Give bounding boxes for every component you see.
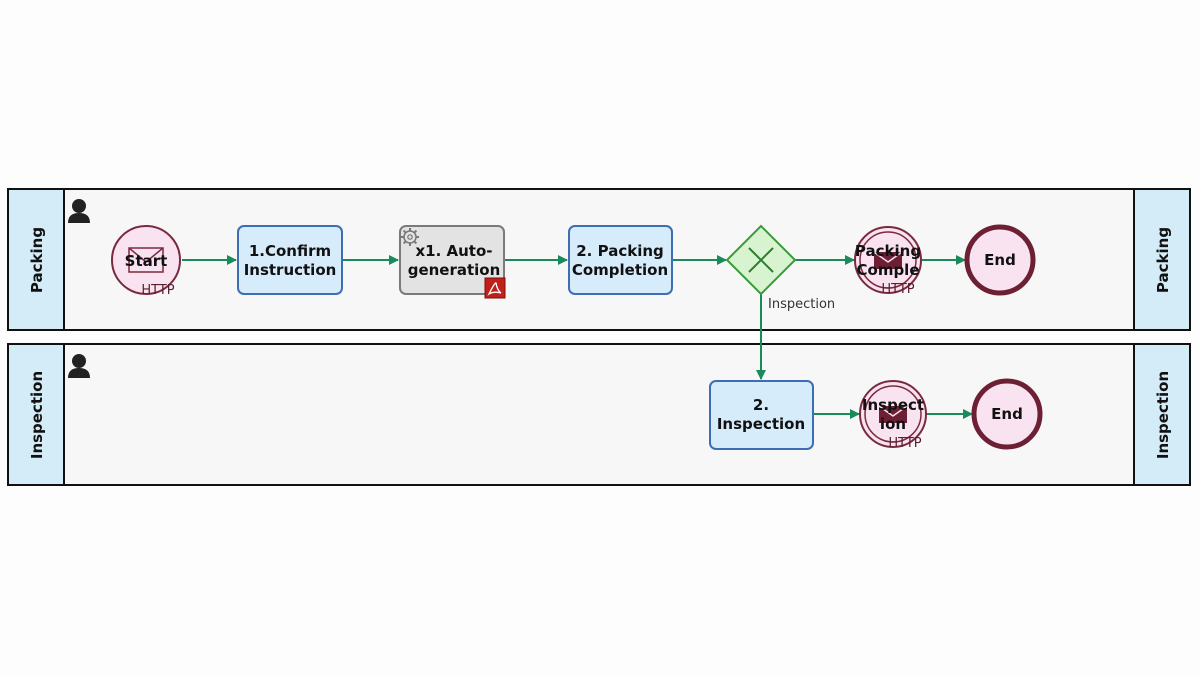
inspection-event-sub: HTTP	[888, 436, 921, 451]
sequence-flows	[182, 255, 973, 419]
lane-packing-right-header[interactable]	[1133, 188, 1191, 331]
lane-inspection-left-header[interactable]	[7, 343, 65, 486]
start-event-sub: HTTP	[141, 283, 174, 298]
task-confirm-line2: Instruction	[244, 261, 337, 279]
lane-inspection-right-label: Inspection	[1154, 371, 1172, 459]
envelope-icon	[873, 251, 903, 269]
task-inspection-line2: Inspection	[717, 415, 805, 433]
flow-label-inspection: Inspection	[768, 297, 835, 312]
task-packing-completion-line2: Completion	[572, 261, 668, 279]
exclusive-gateway[interactable]	[725, 224, 797, 296]
pdf-icon	[484, 277, 506, 299]
task-inspection-line1: 2.	[753, 396, 769, 414]
lane-inspection: Inspection Inspection	[7, 343, 1191, 486]
task-packing-completion[interactable]: 2. Packing Completion	[568, 225, 673, 295]
end-packing-label: End	[984, 251, 1016, 269]
lane-packing-right-label: Packing	[1154, 227, 1172, 293]
exclusive-gateway-x-icon	[748, 247, 774, 273]
gear-icon	[401, 228, 419, 246]
lane-inspection-right-header[interactable]	[1133, 343, 1191, 486]
intermediate-event-packing-complete[interactable]: Packing Comple HTTP	[854, 226, 922, 297]
end-inspection-label: End	[991, 405, 1023, 423]
person-icon	[68, 354, 90, 378]
task-autogen-line1: x1. Auto-	[415, 242, 492, 260]
task-confirm-instruction[interactable]: 1.Confirm Instruction	[237, 225, 343, 295]
intermediate-event-inspection[interactable]: Inspect ion HTTP	[859, 380, 927, 451]
task-packing-completion-line1: 2. Packing	[576, 242, 664, 260]
task-autogen-line2: generation	[408, 261, 501, 279]
lane-packing-left-header[interactable]	[7, 188, 65, 331]
envelope-icon	[878, 405, 908, 423]
task-auto-generation[interactable]: x1. Auto- generation	[399, 225, 506, 299]
end-event-inspection[interactable]: End	[971, 378, 1043, 450]
start-event[interactable]: Start HTTP	[111, 225, 181, 298]
http-message-icon	[128, 247, 164, 273]
packing-event-line2: Comple	[857, 261, 920, 279]
end-event-packing[interactable]: End	[964, 224, 1036, 296]
lane-packing-left-label: Packing	[28, 227, 46, 293]
task-inspection[interactable]: 2. Inspection	[709, 380, 814, 450]
packing-event-sub: HTTP	[881, 282, 914, 297]
lane-inspection-left-label: Inspection	[28, 371, 46, 459]
start-event-label: Start	[125, 252, 168, 270]
task-confirm-line1: 1.Confirm	[249, 242, 331, 260]
person-icon	[68, 199, 90, 223]
inspection-event-line2: ion	[880, 415, 906, 433]
inspection-event-line1: Inspect	[862, 396, 924, 414]
packing-event-line1: Packing	[855, 242, 921, 260]
